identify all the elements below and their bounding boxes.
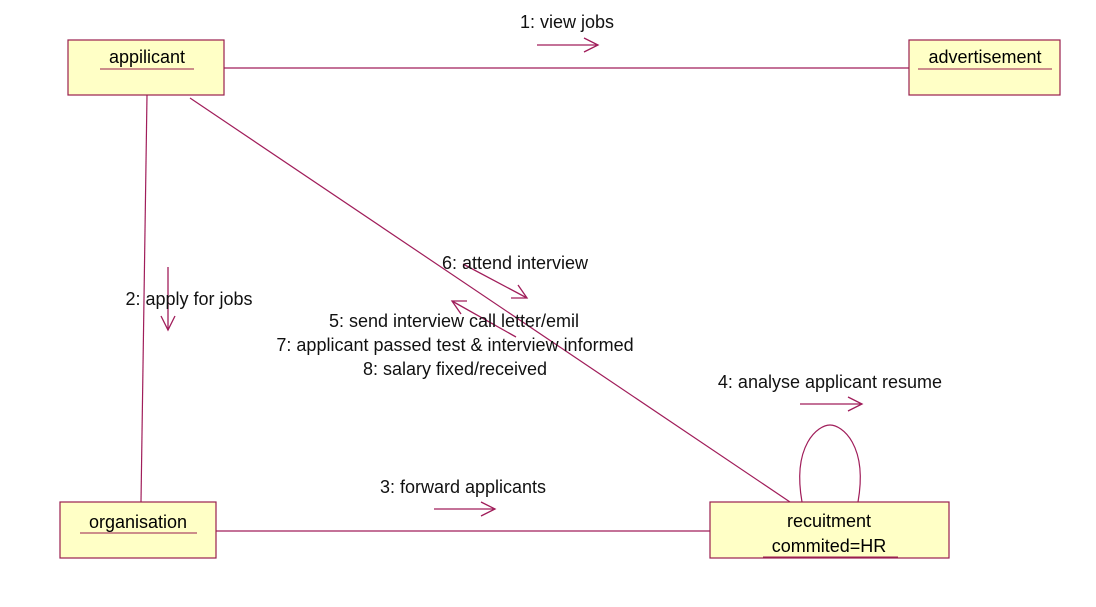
object-recruitment-label-line1: recuitment [787, 511, 871, 531]
arrow-send-interview-call [450, 300, 517, 338]
object-advertisement[interactable]: advertisement [908, 39, 1061, 96]
link-applicant-recruitment [189, 97, 791, 503]
message-attend-interview: 6: attend interview [442, 253, 589, 273]
message-send-interview-call: 5: send interview call letter/emil [329, 311, 579, 331]
arrow-attend-interview [462, 263, 529, 299]
arrow-view-jobs [537, 37, 600, 53]
message-view-jobs: 1: view jobs [520, 12, 614, 32]
object-organisation-label: organisation [89, 512, 187, 532]
arrow-forward-applicants [434, 501, 497, 517]
object-recruitment[interactable]: recuitment commited=HR [709, 501, 950, 559]
object-recruitment-label-line2: commited=HR [772, 536, 887, 556]
object-applicant-label: appilicant [109, 47, 185, 67]
object-organisation[interactable]: organisation [59, 501, 217, 559]
object-applicant[interactable]: appilicant [67, 39, 225, 96]
message-apply-for-jobs: 2: apply for jobs [125, 289, 252, 309]
message-forward-applicants: 3: forward applicants [380, 477, 546, 497]
message-applicant-passed: 7: applicant passed test & interview inf… [276, 335, 633, 355]
object-advertisement-label: advertisement [928, 47, 1041, 67]
arrow-apply-for-jobs [160, 267, 176, 332]
arrow-analyse-resume [800, 396, 864, 412]
self-link-recruitment [799, 424, 861, 503]
message-salary-fixed: 8: salary fixed/received [363, 359, 547, 379]
message-analyse-resume: 4: analyse applicant resume [718, 372, 942, 392]
link-applicant-organisation [140, 94, 148, 503]
